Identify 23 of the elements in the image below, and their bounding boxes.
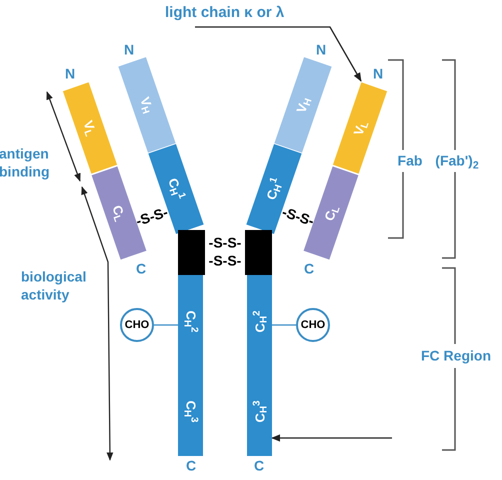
terminus-label: C xyxy=(254,457,264,475)
function-label: biological activity xyxy=(21,268,88,304)
arrow xyxy=(271,434,392,442)
hinge-block xyxy=(245,230,272,275)
terminus-label: C xyxy=(304,260,314,278)
connector-line xyxy=(154,324,178,326)
region-label: Fab xyxy=(398,152,422,170)
terminus-label: N xyxy=(64,65,76,83)
callout-text: light chain κ or λ xyxy=(165,5,284,20)
disulfide-bond-label: -S-S- xyxy=(280,204,316,230)
terminus-label: C xyxy=(136,260,146,278)
connector-line xyxy=(272,324,296,326)
hinge-block xyxy=(178,230,205,275)
terminus-label: N xyxy=(316,41,326,59)
disulfide-bond-label: -S-S- xyxy=(208,252,242,270)
arrow xyxy=(195,26,362,82)
terminus-label: N xyxy=(124,41,134,59)
terminus-label: C xyxy=(186,457,196,475)
disulfide-bond-label: -S-S- xyxy=(134,204,170,230)
terminus-label: N xyxy=(372,65,384,83)
disulfide-bond-label: -S-S- xyxy=(208,234,242,252)
region-label: FC Region xyxy=(421,347,491,365)
region-label: (Fab')$_{2}$ xyxy=(435,152,479,170)
